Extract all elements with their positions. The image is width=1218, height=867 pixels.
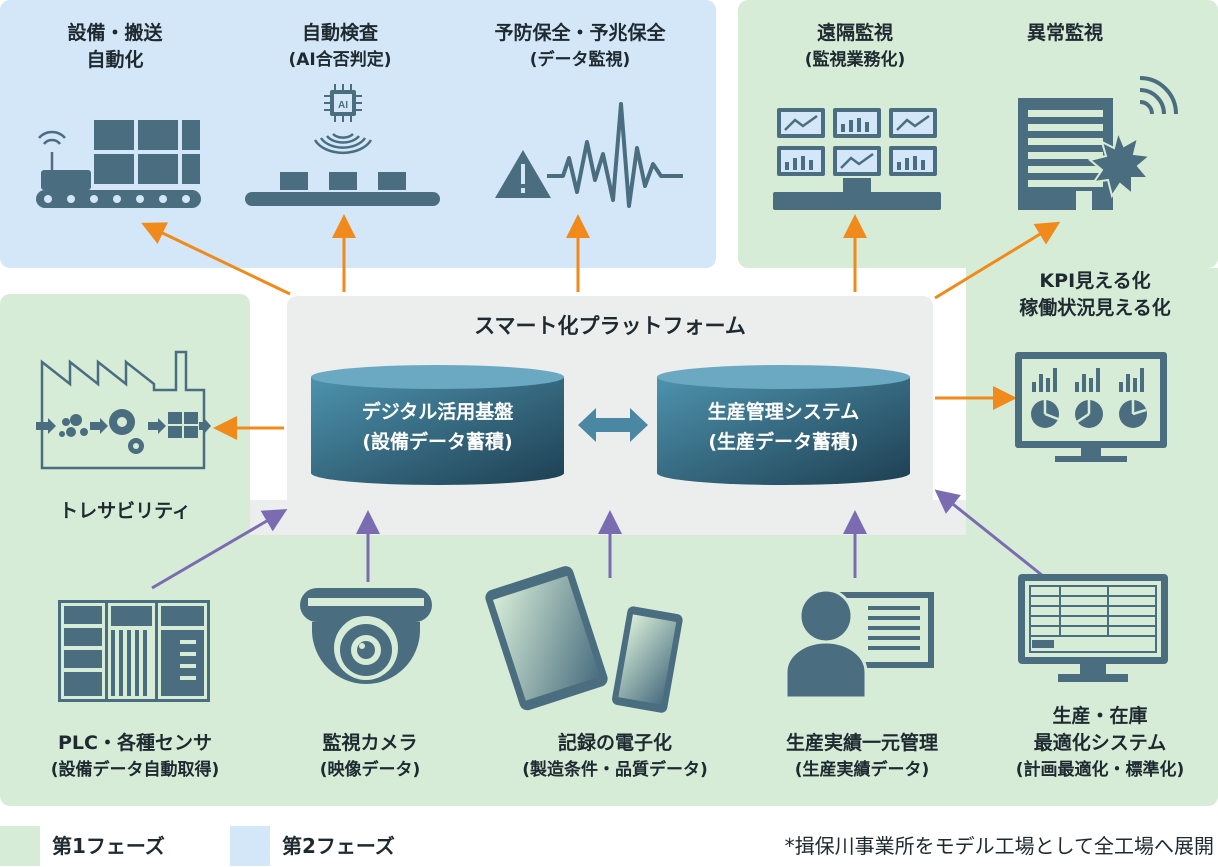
label-inventory: 生産・在庫 最適化システム (計画最適化・標準化) [985, 703, 1215, 784]
kpi-dashboard-icon [1015, 352, 1167, 462]
label-maintenance-line2: (データ監視) [529, 50, 631, 70]
predictive-maintenance-icon [495, 102, 683, 208]
footnote: *揖保川事業所をモデル工場として全工場へ展開 [784, 834, 1214, 858]
database-cylinder-icon [311, 365, 564, 485]
label-camera: 監視カメラ (映像データ) [290, 730, 450, 784]
label-plc-line2: (設備データ自動取得) [50, 760, 220, 780]
label-traceability-line1: トレサビリティ [59, 500, 191, 522]
legend-phase1-swatch [0, 826, 40, 866]
label-plc: PLC・各種センサ (設備データ自動取得) [10, 730, 260, 784]
label-camera-line1: 監視カメラ [322, 732, 418, 754]
conveyor-automation-icon [36, 120, 201, 208]
arrow-from-inventory [934, 489, 1049, 582]
label-inspection-line1: 自動検査 [301, 22, 378, 44]
label-inventory-line2: 最適化システム [1033, 732, 1167, 754]
label-automation: 設備・搬送 自動化 [30, 20, 200, 74]
inventory-system-icon [1018, 574, 1168, 682]
label-production-line2: (生産実績データ) [794, 760, 930, 780]
label-production-results: 生産実績一元管理 (生産実績データ) [752, 730, 972, 784]
label-kpi-line1: KPI見える化 [1039, 270, 1151, 292]
label-traceability: トレサビリティ [30, 498, 220, 525]
anomaly-monitoring-icon [1018, 76, 1178, 210]
legend-phase1-label: 第1フェーズ [52, 834, 165, 858]
arrow-to-anomaly [934, 221, 1061, 300]
bidirectional-arrow-icon [578, 408, 648, 442]
db-right-line1: 生産管理システム [707, 401, 860, 423]
label-plc-line1: PLC・各種センサ [58, 732, 212, 754]
legend-phase2-swatch [230, 826, 270, 866]
label-automation-line2: 自動化 [86, 49, 144, 71]
db-left-line1: デジタル活用基盤 [361, 401, 514, 423]
arrow-to-automation [141, 222, 291, 296]
production-operator-icon [784, 588, 934, 700]
label-inspection: 自動検査 (AI合否判定) [255, 20, 425, 74]
label-remote-line2: (監視業務化) [804, 50, 906, 70]
label-maintenance-line1: 予防保全・予兆保全 [494, 22, 666, 44]
label-kpi: KPI見える化 稼働状況見える化 [985, 268, 1205, 322]
label-maintenance: 予防保全・予兆保全 (データ監視) [460, 20, 700, 74]
database-production-management: 生産管理システム (生産データ蓄積) [657, 365, 910, 485]
label-anomaly-monitoring: 異常監視 [1005, 20, 1125, 47]
label-kpi-line2: 稼働状況見える化 [1019, 297, 1171, 319]
label-camera-line2: (映像データ) [319, 760, 421, 780]
label-digitization-line2: (製造条件・品質データ) [522, 760, 708, 780]
db-left-line2: (設備データ蓄積) [362, 431, 513, 453]
database-cylinder-icon [657, 365, 910, 485]
label-inventory-line3: (計画最適化・標準化) [1015, 760, 1185, 780]
label-digitization-line1: 記録の電子化 [557, 732, 672, 754]
platform-title: スマート化プラットフォーム [474, 314, 746, 338]
label-remote-line1: 遠隔監視 [816, 22, 893, 44]
label-inventory-line1: 生産・在庫 [1052, 705, 1148, 727]
db-right-line2: (生産データ蓄積) [708, 431, 859, 453]
factory-traceability-icon [36, 350, 211, 470]
database-digital-foundation: デジタル活用基盤 (設備データ蓄積) [311, 365, 564, 485]
security-camera-icon [300, 588, 432, 684]
plc-sensor-icon [58, 600, 210, 702]
remote-monitoring-icon [773, 108, 941, 210]
arrow-from-plc [151, 508, 288, 590]
label-remote-monitoring: 遠隔監視 (監視業務化) [770, 20, 940, 74]
legend-phase2-label: 第2フェーズ [282, 834, 395, 858]
label-inspection-line2: (AI合否判定) [288, 50, 392, 70]
ai-inspection-icon: AI [245, 84, 440, 206]
label-anomaly-line1: 異常監視 [1026, 22, 1103, 44]
ai-chip-label: AI [338, 100, 348, 111]
tablet-phone-icon [485, 566, 683, 713]
label-digitization: 記録の電子化 (製造条件・品質データ) [490, 730, 740, 784]
label-production-line1: 生産実績一元管理 [785, 732, 938, 754]
label-automation-line1: 設備・搬送 [67, 22, 163, 44]
